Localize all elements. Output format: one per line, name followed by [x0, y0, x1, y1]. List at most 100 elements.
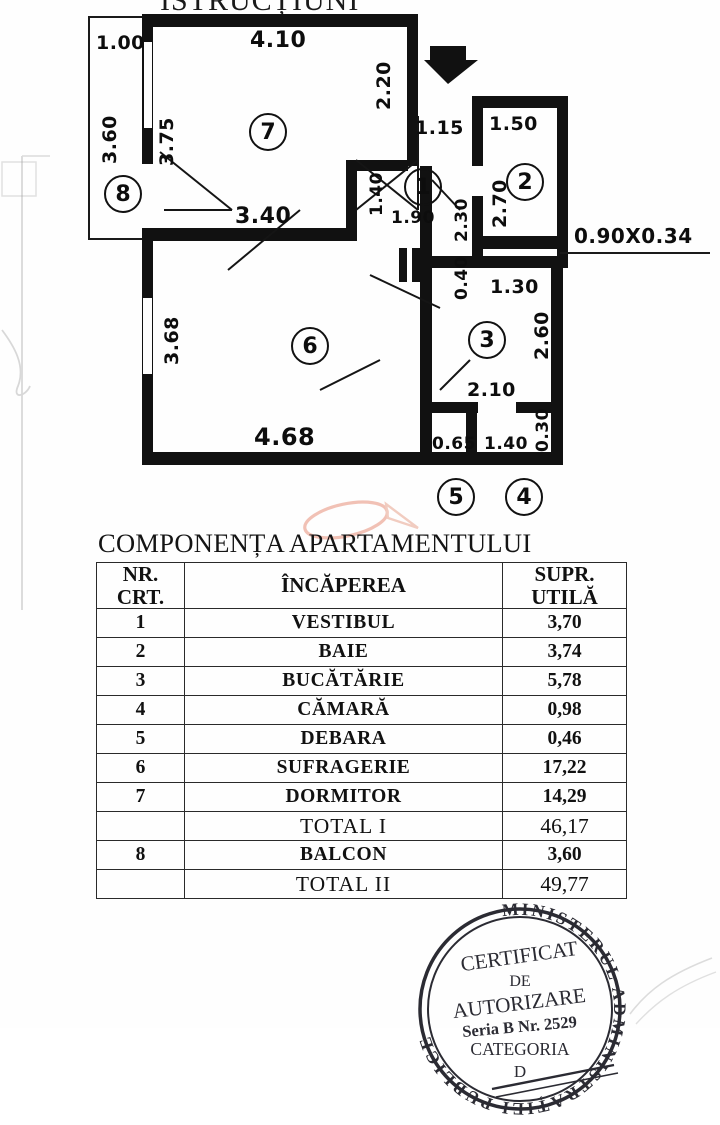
cell-room: DORMITOR — [184, 782, 503, 813]
table-header-row: NR. CRT. ÎNCĂPEREA SUPR. UTILĂ — [96, 561, 627, 610]
dim-label: 3.68 — [161, 316, 183, 365]
dim-label: 1.90 — [391, 208, 435, 228]
page-title: COMPONENȚA APARTAMENTULUI — [98, 528, 532, 558]
cell-nr: 8 — [96, 840, 185, 871]
balcony-outline-left — [88, 16, 90, 240]
room-marker-8: 8 — [104, 175, 142, 213]
room-marker-2: 2 — [506, 163, 544, 201]
header-supr-utila: SUPR. UTILĂ — [502, 561, 627, 610]
cell-area: 5,78 — [502, 666, 627, 697]
wall-pantry-partition — [466, 402, 477, 464]
cell-room: BUCĂTĂRIE — [184, 666, 503, 697]
balcony-outline-top — [88, 16, 148, 18]
header-incaperea: ÎNCĂPEREA — [184, 561, 503, 610]
dim-label: 4.10 — [250, 28, 307, 53]
cell-area: 0,98 — [502, 695, 627, 726]
stamp-line-seria: Seria B Nr. 2529 — [461, 1012, 577, 1041]
dim-label: 1.40 — [484, 434, 528, 454]
cell-room: TOTAL II — [184, 869, 503, 900]
wall-kitchen-top — [432, 256, 562, 268]
cell-nr: 7 — [96, 782, 185, 813]
wall-bath-top — [472, 96, 568, 108]
dim-label: 1.15 — [415, 117, 464, 139]
scan-artifact-bottom-right — [629, 957, 717, 1025]
cell-nr: 5 — [96, 724, 185, 755]
stamp-line-d: D — [514, 1062, 526, 1081]
header-area-line1: SUPR. — [534, 562, 595, 586]
dim-label: 3.40 — [235, 204, 292, 229]
cell-area: 14,29 — [502, 782, 627, 813]
dim-label: 1.40 — [367, 172, 387, 216]
room-marker-3: 3 — [468, 321, 506, 359]
room-marker-1: 1 — [404, 168, 442, 206]
wall-pantry-top2 — [516, 402, 556, 413]
cell-area: 17,22 — [502, 753, 627, 784]
header-nr-line2: CRT. — [116, 584, 165, 609]
cell-nr: 3 — [96, 666, 185, 697]
cell-nr: 1 — [96, 608, 185, 639]
official-stamp: MINISTERUL ADMINISTRAȚIEI PUBLICE CERTIF… — [404, 893, 636, 1125]
cell-room: VESTIBUL — [184, 608, 503, 639]
door-leader-lines — [159, 116, 471, 391]
dim-label: 0.30 — [533, 408, 553, 452]
wall-bedroom-hall-top — [346, 160, 408, 171]
wall-bottom-bedroom — [142, 228, 357, 241]
room-marker-4: 4 — [505, 478, 543, 516]
wall-hall-vert-lower — [420, 241, 432, 271]
cell-room: CĂMARĂ — [184, 695, 503, 726]
dim-label: 1.30 — [490, 276, 539, 298]
cell-room: DEBARA — [184, 724, 503, 755]
room-marker-5: 5 — [437, 478, 475, 516]
stamp-line-categoria: CATEGORIA — [470, 1039, 570, 1059]
wall-hall-door-stub-a — [399, 248, 407, 282]
cell-area: 3,74 — [502, 637, 627, 668]
cell-nr: 6 — [96, 753, 185, 784]
cell-nr: 4 — [96, 695, 185, 726]
opening-note-leader — [560, 252, 710, 254]
dim-label: 1.50 — [489, 113, 538, 135]
balcony-outline-bottom — [88, 238, 150, 240]
cell-nr — [96, 869, 185, 900]
header-area-line2: UTILĂ — [531, 584, 598, 609]
room-marker-7: 7 — [249, 113, 287, 151]
stamp-line-de: DE — [509, 973, 530, 990]
cell-room: BALCON — [184, 840, 503, 871]
dim-label: 2.60 — [531, 311, 553, 360]
apartment-composition-block: COMPONENȚA APARTAMENTULUI NR. CRT. ÎNCĂP… — [96, 528, 627, 900]
dim-label: 1.00 — [96, 32, 145, 54]
cell-area: 3,70 — [502, 608, 627, 639]
dim-label: 2.10 — [467, 379, 516, 401]
dim-label: 0.40 — [452, 256, 472, 300]
cell-area: 0,46 — [502, 724, 627, 755]
wall-bath-right — [557, 96, 568, 268]
window-bedroom-left — [144, 40, 152, 130]
wall-right-living — [420, 241, 432, 465]
room-marker-6: 6 — [291, 327, 329, 365]
cell-area: 3,60 — [502, 840, 627, 871]
floor-plan: 0.90X0.34 1.00 4.10 2.20 3.60 3.75 1.15 … — [0, 0, 720, 520]
wall-kitchen-bottom — [432, 452, 563, 465]
cell-area: 49,77 — [502, 869, 627, 900]
stamp-ring-text: MINISTERUL ADMINISTRAȚIEI PUBLICE — [414, 899, 628, 1120]
dim-label: 3.75 — [156, 117, 178, 166]
wall-pantry-top — [432, 402, 478, 413]
wall-bottom-living — [142, 452, 432, 465]
entry-arrow-icon — [424, 46, 478, 84]
cell-nr — [96, 811, 185, 842]
opening-note-text: 0.90X0.34 — [574, 224, 693, 248]
cell-area: 46,17 — [502, 811, 627, 842]
wall-right-bedroom — [407, 14, 418, 166]
dim-label: 4.68 — [254, 423, 316, 451]
wall-bath-bottom — [483, 236, 563, 249]
wall-stub-bedroom-right — [346, 160, 357, 232]
